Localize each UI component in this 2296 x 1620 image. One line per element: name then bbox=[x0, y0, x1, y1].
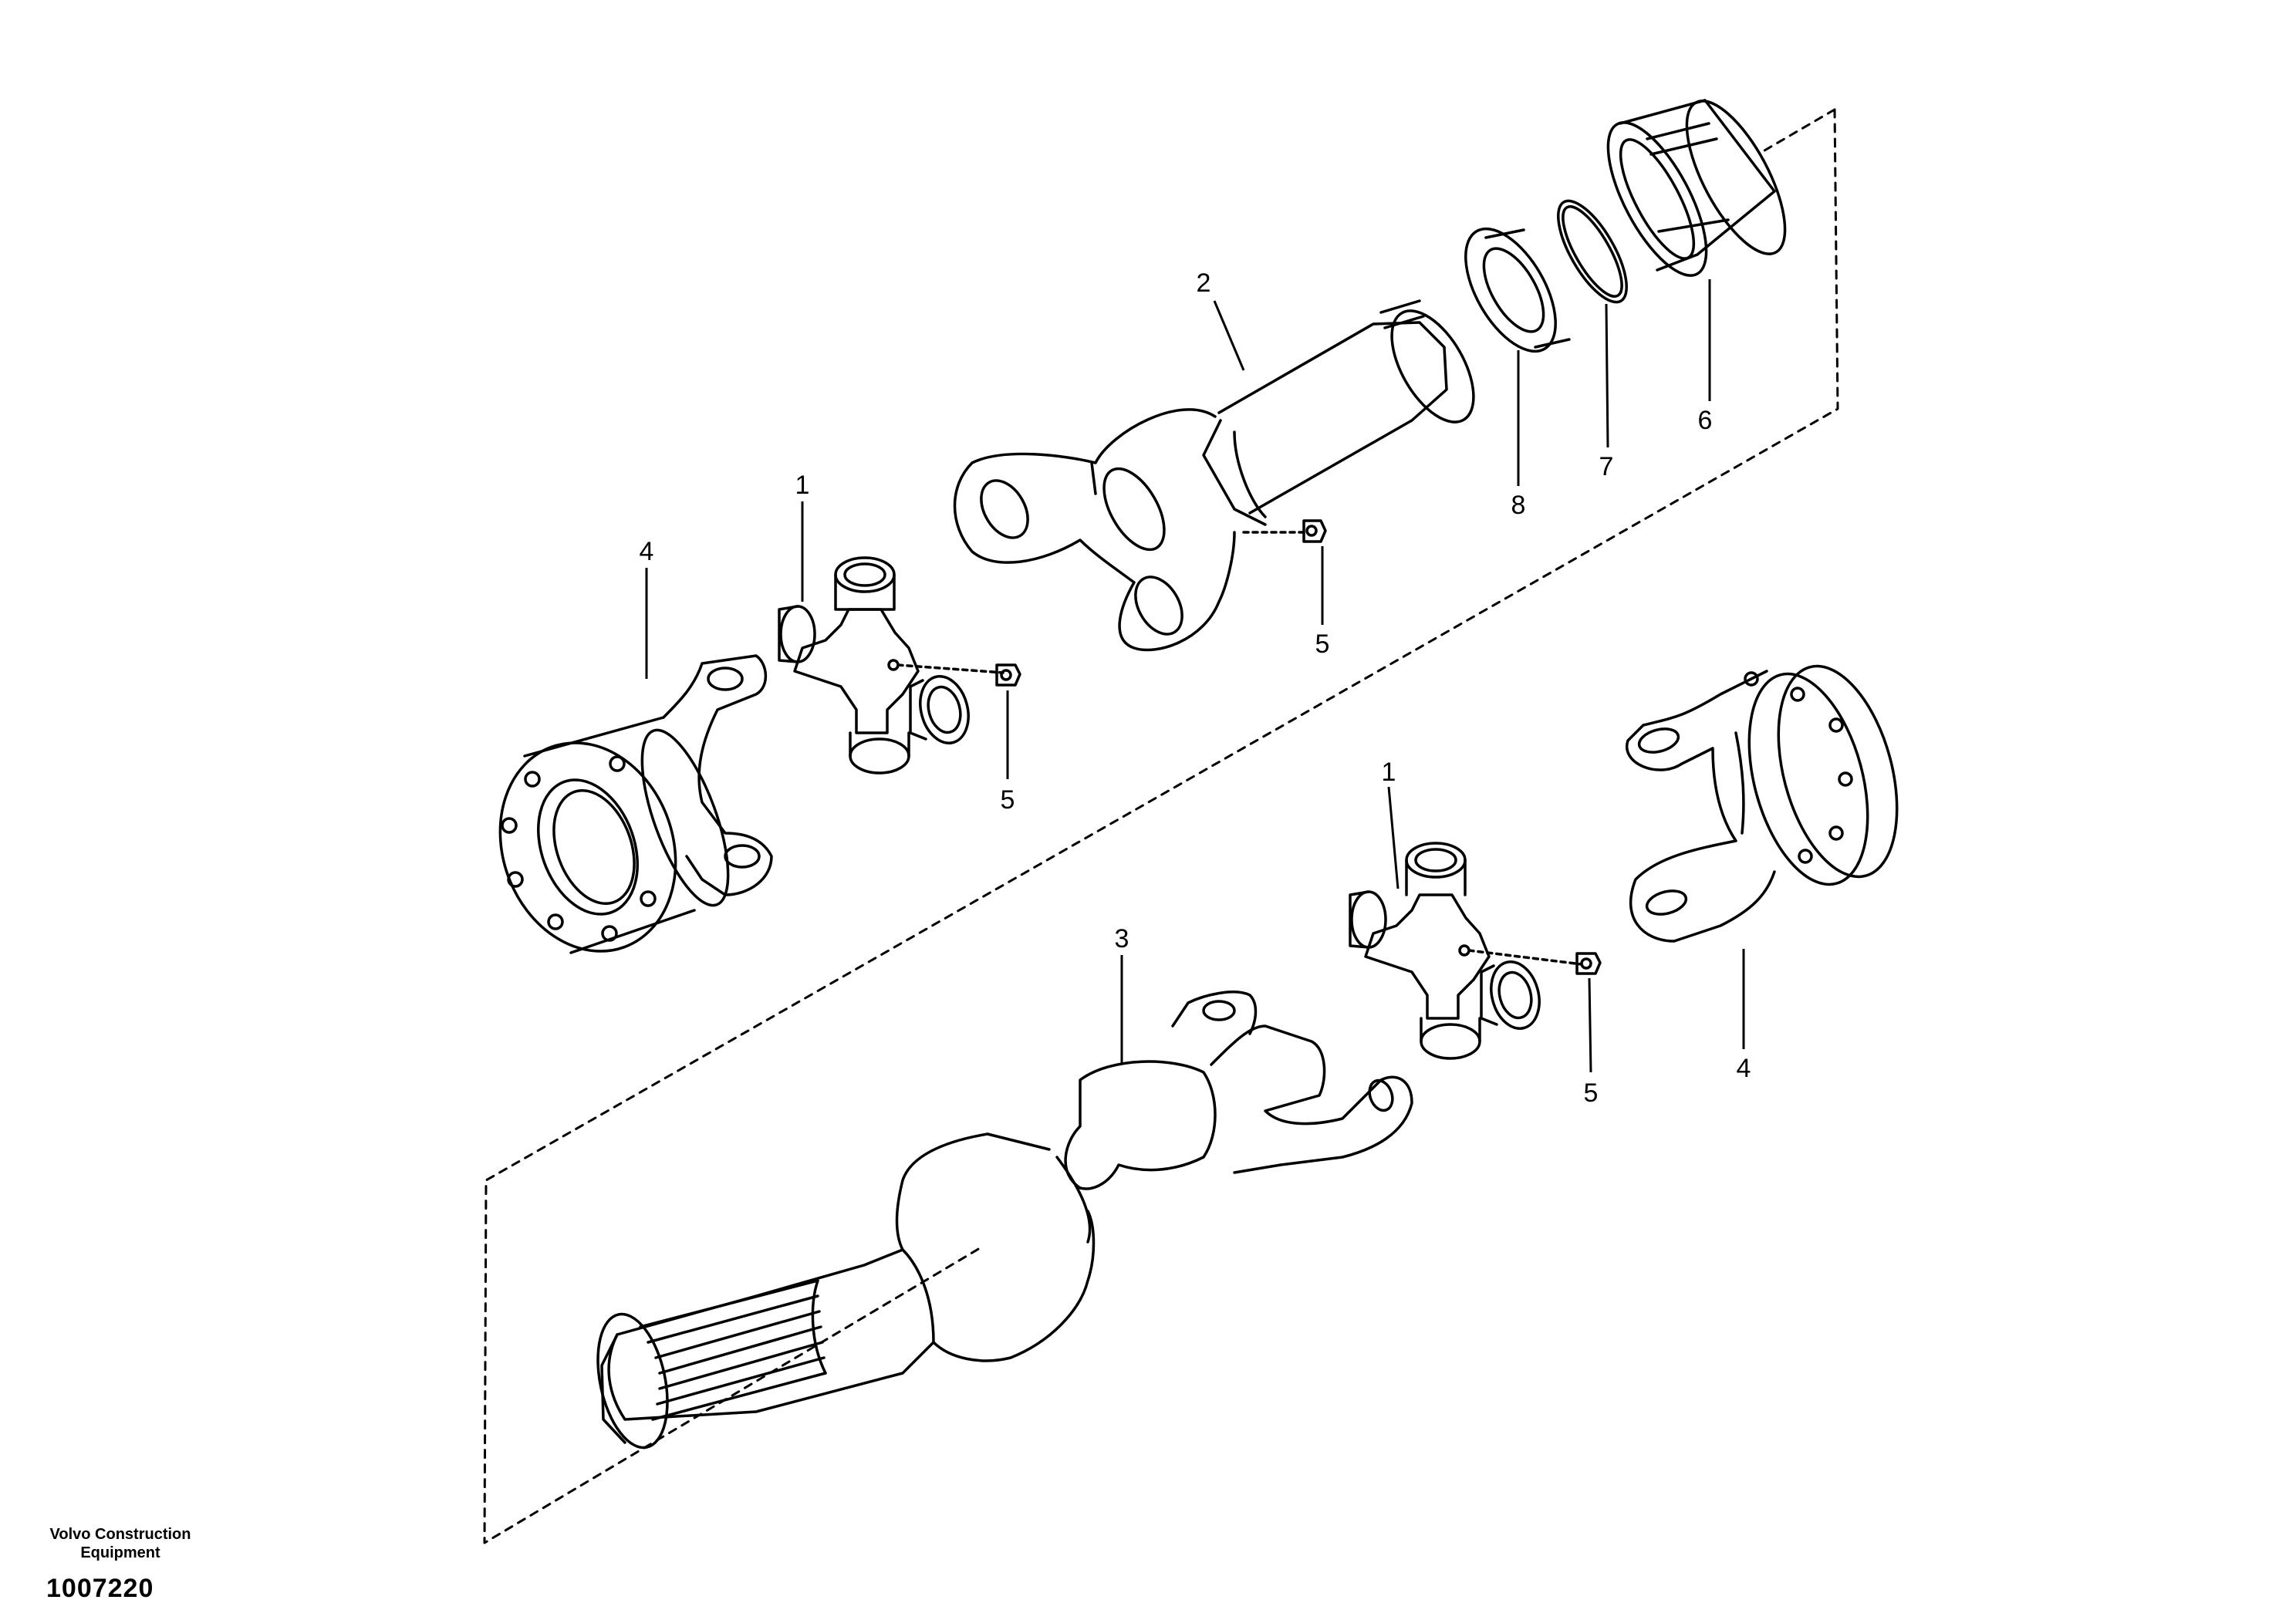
callout-part-5-lower: 5 bbox=[1584, 1078, 1599, 1108]
part-1-u-joint-upper bbox=[778, 556, 1004, 775]
callout-part-5-middle: 5 bbox=[1001, 785, 1015, 815]
part-5-grease-nipple-upper bbox=[1242, 519, 1327, 543]
part-3-splined-shaft bbox=[596, 1132, 1096, 1450]
callout-part-1-lower: 1 bbox=[1382, 758, 1396, 787]
leader-1b bbox=[1387, 786, 1400, 889]
callout-part-4-left: 4 bbox=[640, 537, 654, 566]
part-8-washer bbox=[1464, 227, 1571, 353]
part-6-nut bbox=[1606, 99, 1787, 277]
part-5-grease-nipple-middle bbox=[995, 663, 1021, 687]
leader-7 bbox=[1605, 303, 1609, 448]
callout-part-8: 8 bbox=[1511, 491, 1526, 520]
part-1-u-joint-lower bbox=[1349, 842, 1583, 1060]
callout-part-2: 2 bbox=[1197, 268, 1211, 298]
part-4-flange-yoke-left bbox=[498, 654, 773, 954]
callout-part-1-upper: 1 bbox=[795, 471, 810, 500]
callout-part-7: 7 bbox=[1599, 452, 1614, 481]
part-7-o-ring bbox=[1557, 199, 1628, 304]
callout-part-4-right: 4 bbox=[1737, 1054, 1751, 1083]
part-3-weld-yoke bbox=[1064, 991, 1413, 1190]
assembly-boundary-dashed bbox=[483, 108, 1839, 1544]
leader-2 bbox=[1213, 300, 1245, 371]
callout-part-5-upper: 5 bbox=[1315, 629, 1330, 659]
part-4-flange-yoke-right bbox=[1625, 664, 1899, 943]
callout-part-6: 6 bbox=[1698, 406, 1713, 435]
callout-part-3: 3 bbox=[1115, 924, 1129, 953]
leader-5c bbox=[1588, 977, 1592, 1073]
part-5-grease-nipple-lower bbox=[1575, 952, 1602, 975]
diagram-id: 1007220 bbox=[46, 1574, 154, 1603]
brand-name-line-2: Equipment bbox=[80, 1544, 160, 1561]
part-2-slip-yoke bbox=[953, 299, 1475, 652]
brand-name-line-1: Volvo Construction bbox=[49, 1526, 191, 1543]
